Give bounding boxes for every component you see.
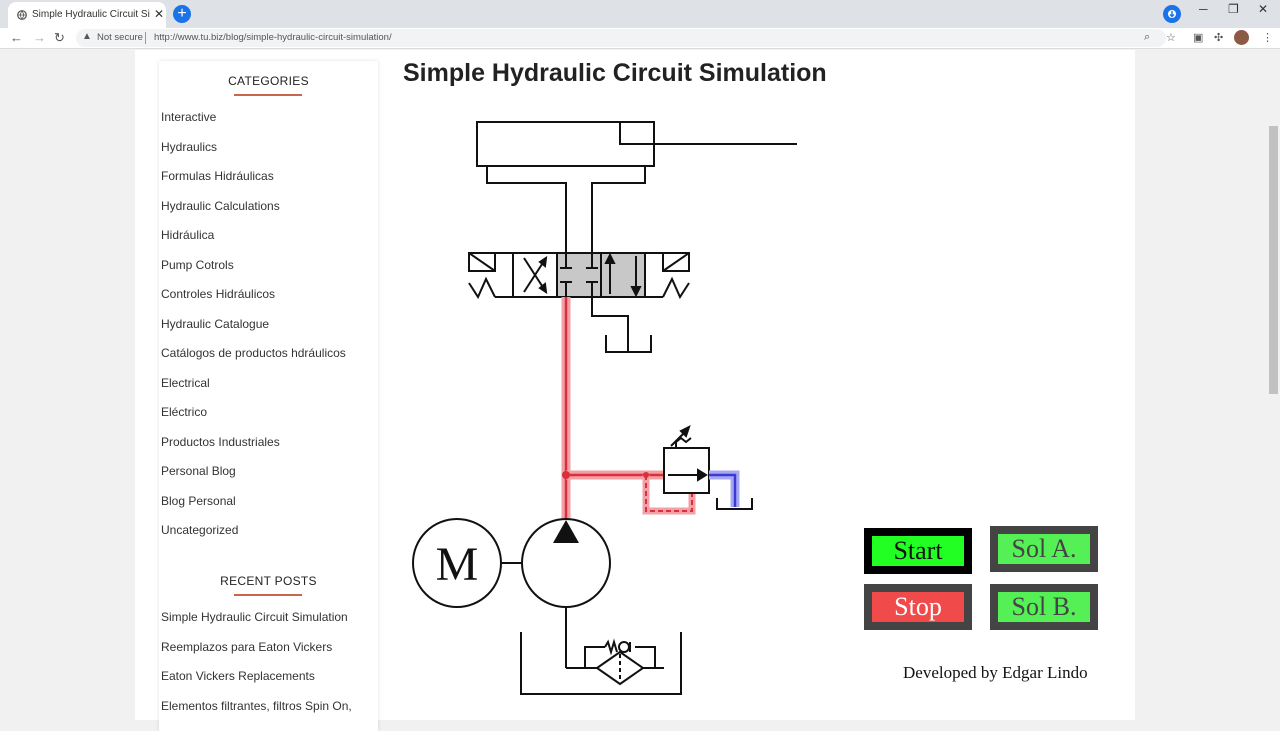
recent-post-link[interactable]: Reemplazos para Eaton Vickers [161,639,333,654]
sol-b-button[interactable]: Sol B. [990,584,1098,630]
category-link[interactable]: Controles Hidráulicos [161,287,276,301]
recent-posts-heading: RECENT POSTS [220,574,317,588]
category-link[interactable]: Hydraulics [161,139,218,154]
start-button[interactable]: Start [864,528,972,574]
heading-underline [234,94,302,96]
stop-button[interactable]: Stop [864,584,972,630]
profile-download-icon[interactable] [1163,5,1181,23]
page-title: Simple Hydraulic Circuit Simulation [403,59,827,87]
heading-underline [234,594,302,596]
category-link[interactable]: Pump Cotrols [161,257,234,272]
extension-icon[interactable]: ▣ [1193,32,1204,44]
category-link[interactable]: Eléctrico [161,405,208,419]
forward-icon[interactable]: → [33,30,46,45]
menu-icon[interactable]: ⋮ [1262,32,1273,44]
tab-title: Simple Hydraulic Circuit Simulati [32,9,150,20]
directional-valve[interactable] [495,252,663,298]
developer-credit: Developed by Edgar Lindo [903,663,1088,682]
star-icon[interactable]: ☆ [1166,32,1176,44]
categories-heading: CATEGORIES [228,74,309,88]
tab-close-icon[interactable]: ✕ [154,7,165,21]
security-label: Not secure [97,32,143,43]
category-link[interactable]: Hidráulica [161,228,215,242]
category-link[interactable]: Catálogos de productos hdráulicos [161,346,346,360]
category-link[interactable]: Formulas Hidráulicas [161,169,274,183]
window-close-icon[interactable]: ✕ [1258,2,1269,16]
pump [521,518,611,668]
solenoid-b [662,252,690,300]
zoom-icon[interactable]: ⌕ [1144,31,1151,43]
category-link[interactable]: Productos Industriales [161,434,280,449]
url-text[interactable]: http://www.tu.biz/blog/simple-hydraulic-… [154,32,392,43]
cylinder-lines [486,166,646,253]
browser-tab-bar: Simple Hydraulic Circuit Simulati ✕ + ─ … [0,0,1280,28]
solenoid-a [468,252,496,300]
back-icon[interactable]: ← [10,30,23,45]
recent-post-link[interactable]: Simple Hydraulic Circuit Simulation [161,610,348,624]
category-link[interactable]: Electrical [161,375,210,390]
reservoir [520,632,682,695]
reload-icon[interactable]: ↻ [54,30,65,45]
globe-icon [17,10,27,20]
hydraulic-cylinder [476,121,797,167]
address-divider [145,32,146,44]
scrollbar-thumb[interactable] [1269,126,1278,394]
minimize-icon[interactable]: ─ [1199,2,1208,16]
valve-tank-return [591,297,652,353]
relief-valve [663,425,710,494]
hydraulic-circuit-diagram: M [412,121,797,695]
pressure-line [561,297,696,520]
page-scrollbar[interactable] [1267,50,1280,720]
tank-line [709,470,753,510]
avatar[interactable] [1234,30,1249,45]
sol-a-button[interactable]: Sol A. [990,526,1098,572]
category-link[interactable]: Blog Personal [161,493,236,508]
address-bar[interactable]: ▲ Not secure http://www.tu.biz/blog/simp… [76,29,1176,47]
category-link[interactable]: Interactive [161,110,217,124]
browser-toolbar: ← → ↻ ▲ Not secure http://www.tu.biz/blo… [0,28,1280,49]
category-link[interactable]: Personal Blog [161,464,236,478]
category-link[interactable]: Hydraulic Catalogue [161,316,270,331]
warning-icon: ▲ [82,31,92,42]
puzzle-icon[interactable]: ✣ [1214,32,1224,44]
recent-post-link[interactable]: Elementos filtrantes, filtros Spin On, [161,698,352,713]
category-link[interactable]: Uncategorized [161,523,239,537]
filter-assembly [566,638,664,686]
restore-icon[interactable]: ❐ [1228,2,1239,16]
motor: M [412,518,522,608]
browser-tab[interactable]: Simple Hydraulic Circuit Simulati ✕ [8,2,166,28]
motor-label: M [436,538,479,591]
recent-post-link[interactable]: Eaton Vickers Replacements [161,669,315,683]
new-tab-button[interactable]: + [173,5,191,23]
category-link[interactable]: Hydraulic Calculations [161,198,280,213]
